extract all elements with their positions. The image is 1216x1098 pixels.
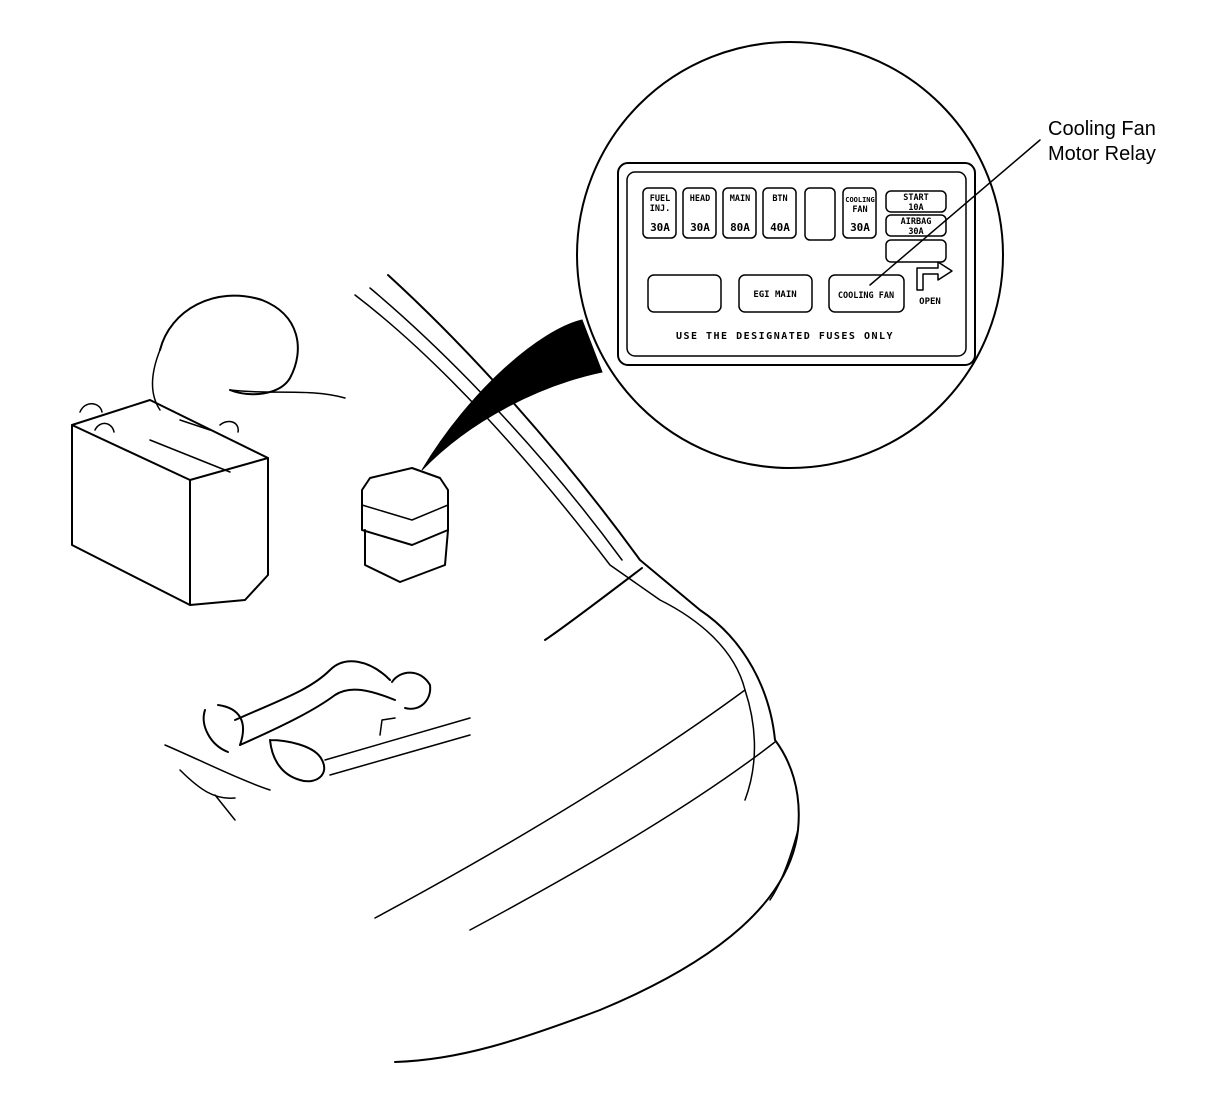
callout-leader (869, 139, 1041, 286)
fuse-airbag: AIRBAG 30A (885, 214, 947, 237)
fuse-fuel-inj: FUEL INJ. 30A (642, 187, 677, 239)
open-label: OPEN (919, 297, 941, 307)
fuse-btn-line1: BTN (772, 194, 787, 204)
hose-clamp-right (391, 671, 432, 710)
battery-body (71, 424, 269, 606)
zoom-pointer-wedge (421, 319, 603, 471)
fuse-btn-amp: 40A (770, 221, 790, 234)
battery-cover-dome (159, 294, 299, 396)
battery-cable (151, 349, 346, 411)
fuse-cooling-fan-amp: 30A (850, 221, 870, 234)
fuse-main-line1: MAIN (730, 194, 750, 204)
fuse-cooling-fan-line2: FAN (852, 205, 867, 215)
relay-egi-main-label: EGI MAIN (753, 290, 796, 300)
fuse-panel-frame (617, 162, 976, 366)
fuse-box-edge (361, 504, 449, 521)
relay-cooling-fan-label: COOLING FAN (838, 291, 894, 301)
fuse-box-lid (361, 467, 449, 546)
fuse-head-amp: 30A (690, 221, 710, 234)
panel-note: USE THE DESIGNATED FUSES ONLY (676, 331, 894, 342)
bumper-line (374, 689, 746, 919)
fender-crease (544, 567, 643, 641)
car-body (354, 274, 800, 1063)
engine-hoses (164, 660, 471, 821)
hose-clamp-left (202, 704, 245, 753)
fuse-cooling-fan-line1: COOLING (845, 196, 875, 204)
callout-line2: Motor Relay (1048, 143, 1156, 165)
upper-hose-2 (239, 688, 396, 746)
fuse-airbag-amp: 30A (908, 227, 923, 237)
fuse-cooling-fan: COOLING FAN 30A (842, 187, 877, 239)
front-edge (769, 829, 799, 901)
fuse-main-amp: 80A (730, 221, 750, 234)
upper-hose (234, 660, 391, 721)
fuse-box-small (361, 467, 449, 583)
hood-edge-outer (387, 274, 800, 1063)
fuse-airbag-line1: AIRBAG (901, 217, 932, 227)
fuse-main: MAIN 80A (722, 187, 757, 239)
open-indicator: OPEN (916, 261, 953, 307)
bumper-lower (469, 741, 776, 931)
hood-edge-inner-1 (354, 294, 756, 801)
fuse-start-amp: 10A (908, 203, 923, 213)
fuse-fuel-inj-line1: FUEL (650, 194, 670, 204)
relay-slot-empty (647, 274, 722, 313)
callout-line1: Cooling Fan (1048, 118, 1156, 140)
fuse-fuel-inj-line2: INJ. (650, 204, 670, 214)
fuse-start-line1: START (903, 193, 929, 203)
fuse-btn: BTN 40A (762, 187, 797, 239)
fuse-panel-inner (626, 171, 967, 357)
fuse-start: START 10A (885, 190, 947, 213)
lower-hose (269, 739, 326, 783)
fuse-slot-spare (885, 239, 947, 263)
battery (71, 294, 346, 606)
relay-egi-main: EGI MAIN (738, 274, 813, 313)
fuse-slot-empty (804, 187, 836, 241)
battery-terminals (79, 403, 239, 473)
fuse-head: HEAD 30A (682, 187, 717, 239)
magnifier-circle (576, 41, 1004, 469)
fuse-box-base (364, 529, 449, 583)
fuse-fuel-inj-amp: 30A (650, 221, 670, 234)
fuse-head-line1: HEAD (690, 194, 710, 204)
open-arrow-icon (916, 261, 953, 291)
relay-cooling-fan: COOLING FAN (828, 274, 905, 313)
radiator-lines (164, 717, 471, 821)
